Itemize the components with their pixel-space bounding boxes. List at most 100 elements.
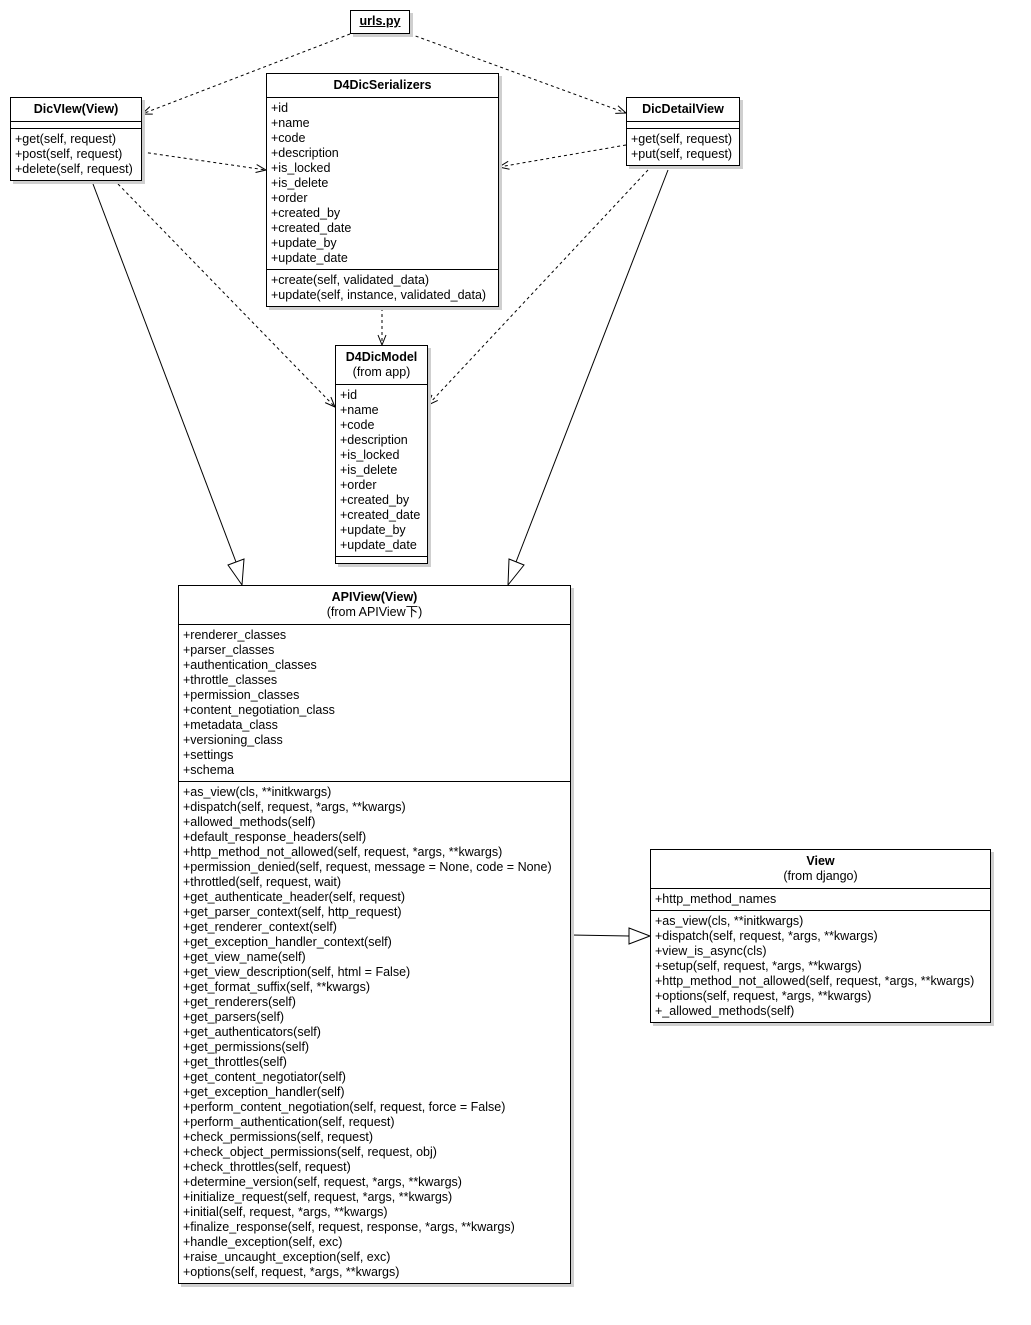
method: +view_is_async(cls) [655,944,767,958]
method: +throttled(self, request, wait) [183,875,342,889]
method: +initialize_request(self, request, *args… [183,1190,453,1204]
attribute: +update_date [271,251,348,265]
method-compartment: +as_view(cls, **initkwargs)+dispatch(sel… [179,782,570,1283]
urls-file: urls.py [350,10,410,34]
method: +options(self, request, *args, **kwargs) [655,989,872,1003]
method: +perform_content_negotiation(self, reque… [183,1100,506,1114]
method: +dispatch(self, request, *args, **kwargs… [655,929,878,943]
attribute: +authentication_classes [183,658,317,672]
gen-apiview-arrowhead [628,927,652,945]
method: +get(self, request) [631,132,733,146]
method: +options(self, request, *args, **kwargs) [183,1265,400,1279]
attribute: +renderer_classes [183,628,287,642]
class-view: View(from django) +http_method_names +as_v… [650,849,991,1023]
class-header: D4DicModel(from app) [336,346,427,385]
attribute: +schema [183,763,235,777]
method-compartment: +create(self, validated_data)+update(sel… [267,270,498,306]
attribute: +id [271,101,289,115]
attribute: +permission_classes [183,688,300,702]
attribute: +name [340,403,379,417]
class-name: DicVIew(View) [33,102,119,116]
attribute: +content_negotiation_class [183,703,335,717]
method: +get_content_negotiator(self) [183,1070,346,1084]
method: +http_method_not_allowed(self, request, … [183,845,503,859]
gen-dicdetail-arrowhead [507,558,525,587]
class-name: D4DicSerializers [333,78,432,92]
attribute: +is_locked [271,161,331,175]
gen-apiview-line [570,934,630,937]
method: +get_throttles(self) [183,1055,287,1069]
class-header: DicDetailView [627,98,739,122]
attribute: +description [340,433,408,447]
attribute: +update_by [340,523,406,537]
attribute: +description [271,146,339,160]
method: +delete(self, request) [15,162,133,176]
attribute-compartment [627,122,739,129]
dep-urls-to-dicview [142,33,351,114]
class-name: APIView(View) [331,590,418,604]
method: +http_method_not_allowed(self, request, … [655,974,975,988]
class-dicview: DicVIew(View) +get(self, request)+post(se… [10,97,142,181]
attribute-compartment: +id+name+code+description+is_locked+is_d… [267,98,498,270]
method: +get(self, request) [15,132,117,146]
gen-dicdetail-line [515,169,669,563]
class-header: APIView(View)(from APIView下) [179,586,570,625]
method: +as_view(cls, **initkwargs) [655,914,804,928]
attribute: +throttle_classes [183,673,278,687]
attribute: +created_date [340,508,421,522]
gen-dicview-line [92,183,237,563]
class-apiview: APIView(View)(from APIView下)+renderer_cl… [178,585,571,1284]
class-header: D4DicSerializers [267,74,498,98]
attribute: +http_method_names [655,892,777,906]
attribute-compartment: +http_method_names [651,889,990,911]
attribute: +order [340,478,377,492]
method: +get_format_suffix(self, **kwargs) [183,980,370,994]
attribute: +code [340,418,375,432]
method: +get_renderer_context(self) [183,920,337,934]
method: +get_view_name(self) [183,950,306,964]
method: +update(self, instance, validated_data) [271,288,487,302]
method: +get_exception_handler(self) [183,1085,345,1099]
attribute: +update_by [271,236,337,250]
attribute: +id [340,388,358,402]
attribute: +versioning_class [183,733,283,747]
method: +get_exception_handler_context(self) [183,935,392,949]
attribute: +created_date [271,221,352,235]
dep-dicview-to-model [117,183,335,407]
method: +_allowed_methods(self) [655,1004,795,1018]
class-name: D4DicModel [345,350,418,364]
attribute: +metadata_class [183,718,278,732]
method: +check_permissions(self, request) [183,1130,374,1144]
method-compartment: +get(self, request)+put(self, request) [627,129,739,165]
attribute: +is_delete [271,176,329,190]
class-name: DicDetailView [642,102,724,116]
attribute-compartment: +id+name+code+description+is_locked+is_d… [336,385,427,557]
dep-dicview-to-serializers [141,151,266,170]
method-compartment: +get(self, request)+post(self, request)+… [11,129,141,180]
attribute: +update_date [340,538,417,552]
method: +setup(self, request, *args, **kwargs) [655,959,862,973]
class-model: D4DicModel(from app)+id+name+code+descri… [335,345,428,564]
class-dicdetail: DicDetailView +get(self, request)+put(sel… [626,97,740,166]
attribute-compartment: +renderer_classes+parser_classes+authent… [179,625,570,782]
class-header: DicVIew(View) [11,98,141,122]
attribute: +is_delete [340,463,398,477]
method: +get_authenticators(self) [183,1025,321,1039]
method: +allowed_methods(self) [183,815,316,829]
method: +initial(self, request, *args, **kwargs) [183,1205,388,1219]
method: +get_permissions(self) [183,1040,310,1054]
method: +determine_version(self, request, *args,… [183,1175,462,1189]
class-header: View(from django) [651,850,990,889]
method: +as_view(cls, **initkwargs) [183,785,332,799]
method: +get_renderers(self) [183,995,296,1009]
attribute: +name [271,116,310,130]
method: +get_parsers(self) [183,1010,285,1024]
method: +check_object_permissions(self, request,… [183,1145,437,1159]
method: +handle_exception(self, exc) [183,1235,343,1249]
method: +raise_uncaught_exception(self, exc) [183,1250,391,1264]
attribute: +order [271,191,308,205]
attribute: +settings [183,748,234,762]
attribute: +code [271,131,306,145]
method: +get_parser_context(self, http_request) [183,905,402,919]
